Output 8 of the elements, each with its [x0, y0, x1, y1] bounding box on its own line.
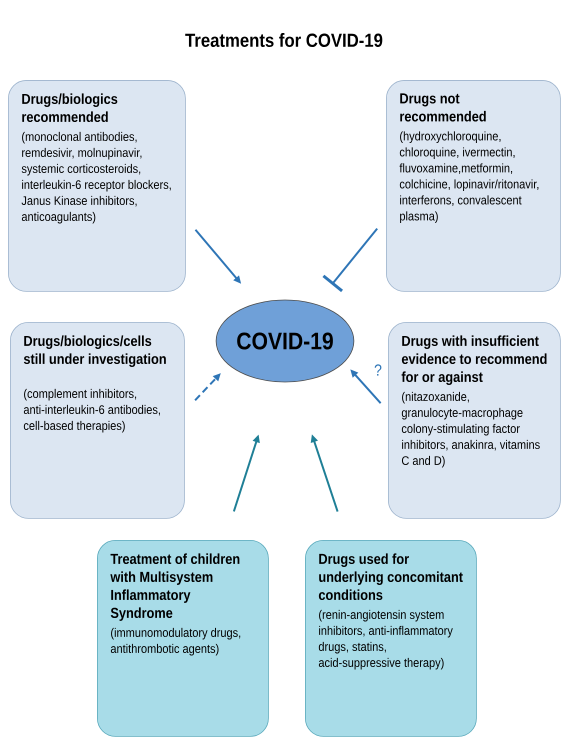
title: Treatments for COVID-19 [185, 33, 382, 47]
category-box: Drugs with insufficient evidence to recommend for or against (nitazoxanide, granulocyte-macrophage colony-stimulating factor inhibitors, anakinra, vitamins C and D) [388, 322, 561, 519]
category-box: Treatment of children with Multisystem Inflammatory Syndrome (immunomodulatory drugs, antithrombotic agents) [97, 540, 269, 737]
category-box: Drugs used for underlying concomitant conditions (renin-angiotensin system inhibitors, anti-inflammatory drugs, statins, acid-suppressive therapy) [305, 540, 477, 737]
category-box: Drugs not recommended (hydroxychloroquine, chloroquine, ivermectin, fluvoxamine,metformin, colchicine, lopinavir/ritonavir, interferons, convalescent plasma) [386, 80, 561, 292]
edge-label: ? [373, 363, 383, 377]
category-box: Drugs/biologics recommended (monoclonal antibodies, remdesivir, molnupinavir, systemic corticosteroids, interleukin-6 receptor blockers, Janus Kinase inhibitors, anticoagulants) [8, 80, 186, 292]
category-box: Drugs/biologics/cells still under investigation (complement inhibitors, anti-interleukin-6 antibodies, cell-based therapies) [10, 322, 185, 519]
